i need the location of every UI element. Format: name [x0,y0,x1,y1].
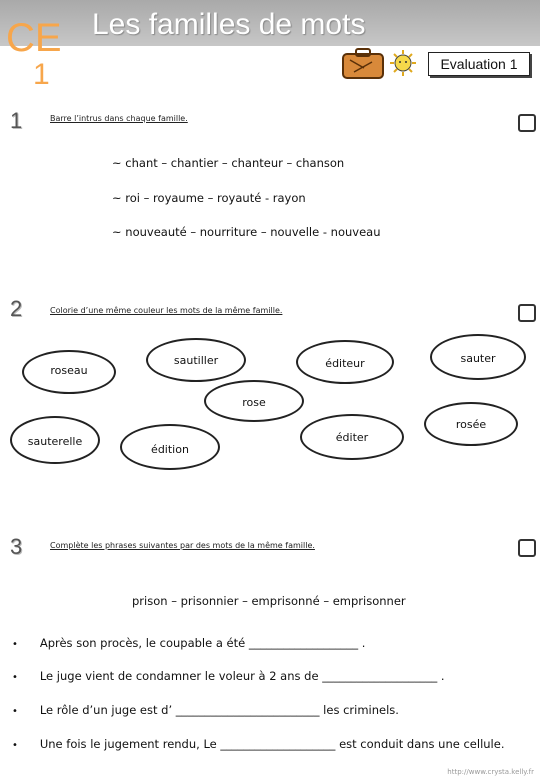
word-cloud-sauter: sauter [430,334,526,380]
word-cloud-editeur: éditeur [296,340,394,384]
word-cloud-edition: édition [120,424,220,470]
footer-url[interactable]: http://www.crysta.kelly.fr [447,768,534,776]
header-band [0,0,540,46]
section-2-number: 2 [10,296,23,321]
family-line-3: ~ nouveauté – nourriture – nouvelle - no… [112,225,381,239]
blank-field[interactable]: ___________________ [248,636,359,650]
word-cloud-label: sauterelle [27,435,83,448]
bullet: • [12,706,18,717]
blank-field[interactable]: ____________________ [322,669,438,683]
sentence-1: • Après son procès, le coupable a été __… [12,636,365,650]
sentence-end: . [361,636,366,650]
sentence-4: • Une fois le jugement rendu, Le _______… [12,737,504,751]
word-cloud-label: rose [242,396,266,409]
word-cloud-label: rosée [455,418,487,431]
family-line-2: ~ roi – royaume – royauté - rayon [112,191,306,205]
word-cloud-label: édition [151,443,189,456]
word-cloud-roseau: roseau [22,350,116,394]
word-cloud-sautiller: sautiller [146,338,246,382]
word-cloud-label: éditer [335,431,369,444]
section-1-instruction: Barre l’intrus dans chaque famille. [50,114,188,123]
word-cloud-label: sauter [460,352,496,365]
sentence-3: • Le rôle d’un juge est d’ _____________… [12,703,399,717]
sentence-end: . [440,669,445,683]
sentence-2: • Le juge vient de condamner le voleur à… [12,669,445,683]
evaluation-badge: Evaluation 1 [428,52,530,76]
section-1-number: 1 [10,108,23,133]
section-2-checkbox[interactable] [518,304,536,322]
suitcase-icon [342,48,384,79]
bullet: • [12,639,18,650]
ce-logo: CE [6,16,62,60]
word-cloud-rose: rose [204,380,304,422]
sun-character-icon [390,50,416,76]
word-cloud-label: roseau [50,364,88,377]
section-2-instruction: Colorie d’une même couleur les mots de l… [50,306,283,315]
word-cloud-editer: éditer [300,414,404,460]
section-3-number: 3 [10,534,23,559]
word-cloud-rosee: rosée [424,402,518,446]
page-title: Les familles de mots [92,8,366,41]
section-3-checkbox[interactable] [518,539,536,557]
sentence-text: Le rôle d’un juge est d’ [39,703,173,717]
family-line-1: ~ chant – chantier – chanteur – chanson [112,156,345,170]
blank-field[interactable]: ____________________ [220,737,336,751]
bullet: • [12,672,18,683]
word-cloud-label: sautiller [173,354,219,367]
section-1-checkbox[interactable] [518,114,536,132]
sentence-text: Après son procès, le coupable a été [39,636,246,650]
sentence-end: est conduit dans une cellule. [339,737,505,751]
word-family-prison: prison – prisonnier – emprisonné – empri… [132,594,406,608]
section-3-instruction: Complète les phrases suivantes par des m… [50,541,315,550]
sentence-text: Le juge vient de condamner le voleur à 2… [39,669,319,683]
word-cloud-sauterelle: sauterelle [10,416,100,464]
bullet: • [12,740,18,751]
blank-field[interactable]: _________________________ [175,703,320,717]
sentence-end: les criminels. [323,703,399,717]
ce-logo-number: 1 [33,58,50,91]
sentence-text: Une fois le jugement rendu, Le [39,737,217,751]
word-cloud-label: éditeur [325,357,365,370]
